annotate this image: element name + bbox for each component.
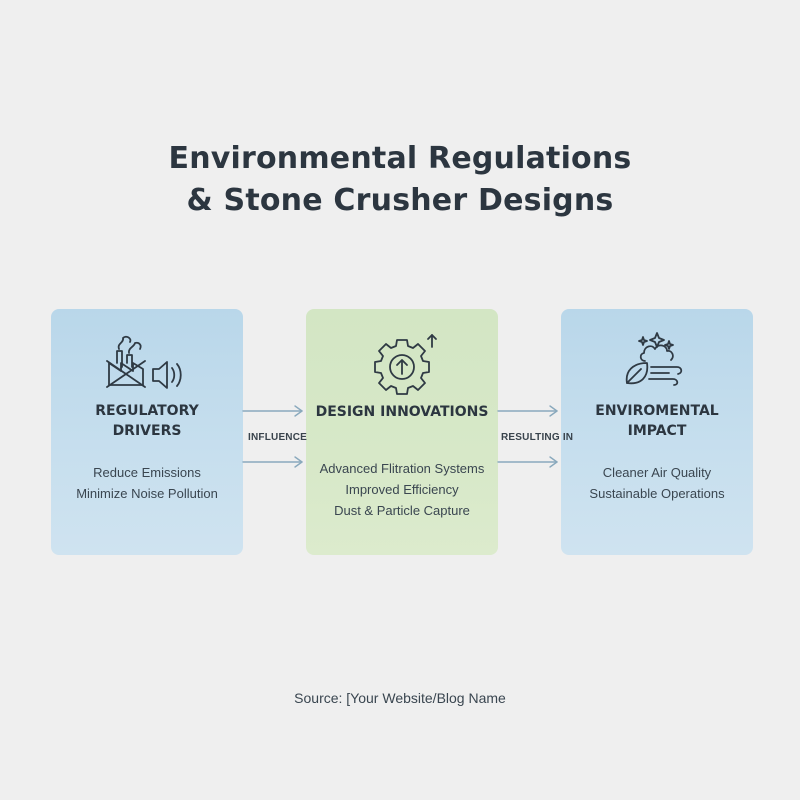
list-item: Improved Efficiency	[345, 482, 459, 497]
design-innovations-list: Advanced Flitration Systems Improved Eff…	[306, 458, 498, 521]
title-line-2: & Stone Crusher Designs	[186, 183, 614, 218]
influence-label: INFLUENCE	[248, 432, 308, 443]
arrow-resulting-top	[497, 405, 558, 417]
clean-air-leaf-icon	[561, 327, 753, 399]
resulting-in-label: RESULTING IN	[501, 432, 574, 443]
arrow-influence-top	[242, 405, 303, 417]
heading-line: ENVIROMENTAL	[595, 403, 719, 419]
heading-line: IMPACT	[627, 423, 687, 439]
heading-line: DRIVERS	[112, 423, 182, 439]
list-item: Advanced Flitration Systems	[319, 461, 485, 476]
list-item: Sustainable Operations	[589, 486, 725, 501]
list-item: Dust & Particle Capture	[334, 503, 470, 518]
regulatory-drivers-heading: REGULATORY DRIVERS	[51, 401, 243, 441]
title-line-1: Environmental Regulations	[168, 141, 632, 176]
environmental-impact-card: ENVIROMENTAL IMPACT Cleaner Air Quality …	[561, 309, 753, 555]
environmental-impact-heading: ENVIROMENTAL IMPACT	[561, 401, 753, 441]
list-item: Cleaner Air Quality	[602, 465, 712, 480]
arrow-resulting-bottom	[497, 456, 558, 468]
design-innovations-card: DESIGN INNOVATIONS Advanced Flitration S…	[306, 309, 498, 555]
environmental-impact-list: Cleaner Air Quality Sustainable Operatio…	[561, 462, 753, 504]
list-item: Reduce Emissions	[93, 465, 201, 480]
regulatory-drivers-list: Reduce Emissions Minimize Noise Pollutio…	[51, 462, 243, 504]
gear-upgrade-icon	[306, 327, 498, 399]
arrow-influence-bottom	[242, 456, 303, 468]
heading-line: DESIGN INNOVATIONS	[315, 404, 489, 420]
list-item: Minimize Noise Pollution	[76, 486, 218, 501]
heading-line: REGULATORY	[95, 403, 199, 419]
factory-emissions-noise-icon	[51, 327, 243, 399]
design-innovations-heading: DESIGN INNOVATIONS	[306, 402, 498, 422]
source-credit: Source: [Your Website/Blog Name	[294, 690, 506, 706]
page-title: Environmental Regulations & Stone Crushe…	[0, 138, 800, 222]
regulatory-drivers-card: REGULATORY DRIVERS Reduce Emissions Mini…	[51, 309, 243, 555]
